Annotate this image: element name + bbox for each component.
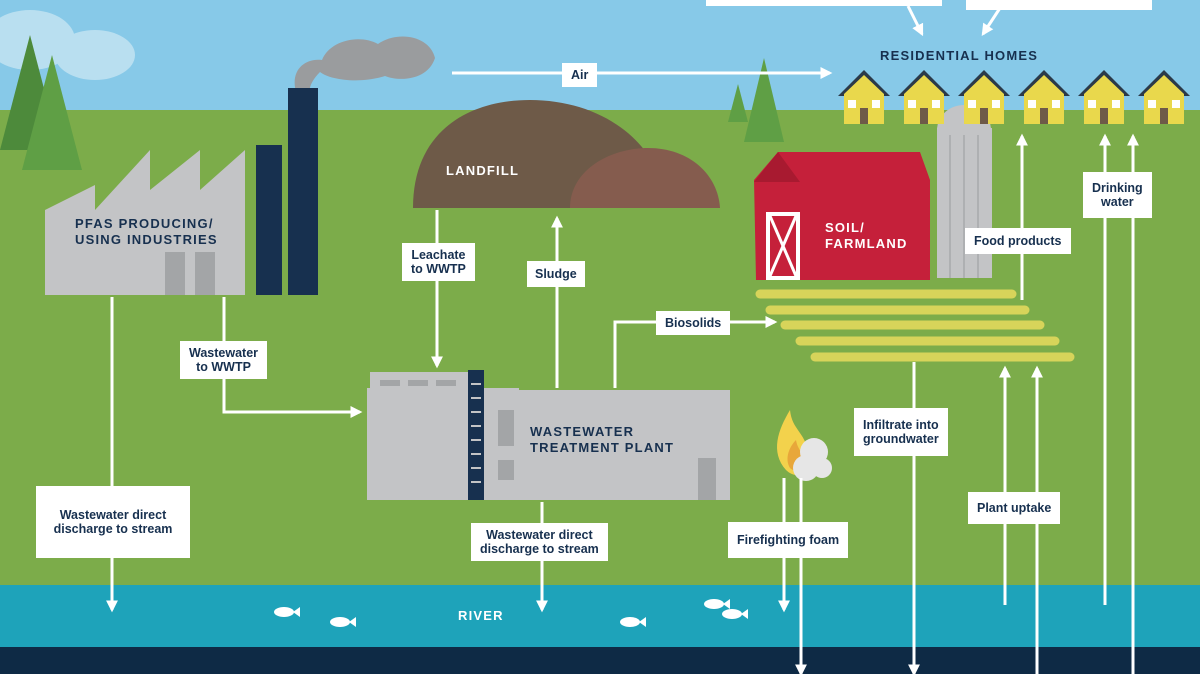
wastewater-to-wwtp-label: Wastewater to WWTP (180, 341, 268, 379)
landfill-mound (413, 100, 720, 208)
cloud-shape (0, 10, 135, 80)
plant-uptake-label: Plant uptake (968, 492, 1061, 524)
sludge-label: Sludge (527, 261, 585, 287)
river-water (0, 585, 1200, 647)
arrow-top-left (906, 5, 924, 37)
firefighting-foam-label: Firefighting foam (728, 522, 849, 558)
infiltrate-label: Infiltrate into groundwater (854, 408, 948, 456)
food-products-label: Food products (965, 228, 1071, 254)
leachate-label: Leachate to WWTP (402, 243, 475, 281)
wwtp-title: WASTEWATER TREATMENT PLANT (530, 424, 675, 455)
farmland-title: SOIL/ FARMLAND (825, 220, 908, 251)
top-label-box (706, 0, 942, 6)
homes-title: RESIDENTIAL HOMES (880, 48, 1039, 63)
crop-rows (755, 289, 1075, 362)
industry-discharge-label: Wastewater direct discharge to stream (36, 486, 190, 558)
landfill-title: LANDFILL (446, 163, 520, 178)
drinking-water-label: Drinking water (1083, 172, 1152, 218)
house-icon (838, 70, 1190, 124)
top-label-box (966, 0, 1152, 10)
smoke-icon (294, 36, 435, 96)
fish-icon (274, 599, 748, 627)
river-title: RIVER (458, 608, 504, 623)
arrow-wastewater-to-wwtp (222, 297, 363, 418)
wwtp-building (367, 370, 730, 500)
barn-building (754, 105, 992, 280)
factory-building (45, 88, 318, 295)
pine-tree-icon (0, 35, 82, 170)
groundwater-layer (0, 647, 1200, 674)
biosolids-label: Biosolids (656, 311, 731, 335)
arrow-top-right (981, 7, 1002, 37)
fire-icon (777, 410, 832, 481)
wwtp-discharge-label: Wastewater direct discharge to stream (471, 523, 608, 561)
pine-tree-icon (728, 58, 784, 142)
air-label: Air (562, 63, 598, 87)
industries-title: PFAS PRODUCING/ USING INDUSTRIES (75, 216, 218, 247)
